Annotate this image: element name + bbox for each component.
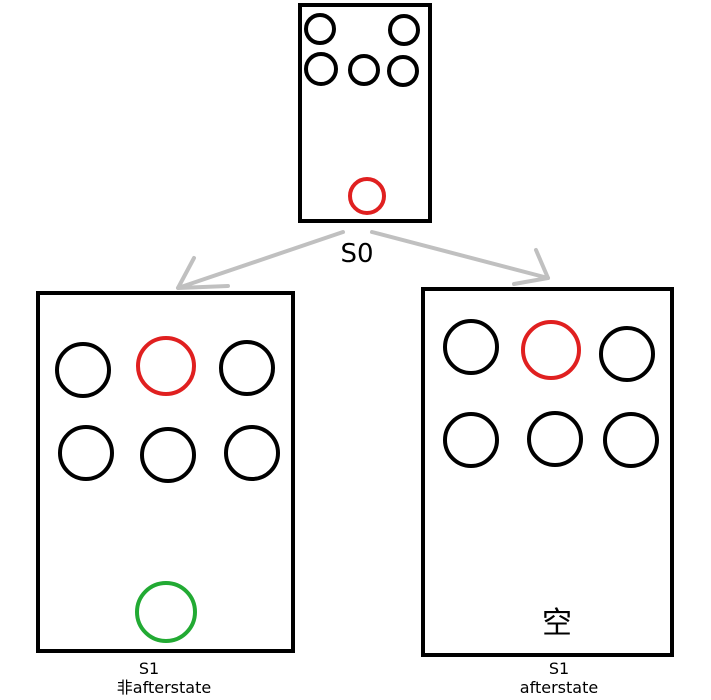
black-circle	[224, 425, 280, 481]
black-circle	[140, 427, 196, 483]
black-circle	[388, 14, 420, 46]
green-circle	[135, 581, 197, 643]
state-s0-box	[298, 3, 432, 223]
black-circle	[527, 411, 583, 467]
red-circle	[136, 336, 196, 396]
black-circle	[387, 55, 419, 87]
black-circle	[348, 54, 380, 86]
empty-label: 空	[542, 606, 572, 641]
red-circle	[521, 320, 581, 380]
arrow-to-right-state	[370, 230, 550, 286]
black-circle	[443, 412, 499, 468]
black-circle	[599, 326, 655, 382]
black-circle	[55, 342, 111, 398]
black-circle	[304, 52, 338, 86]
black-circle	[304, 13, 336, 45]
red-circle	[348, 177, 386, 215]
state-s0-label: S0	[340, 239, 374, 269]
state-s1-right-name: S1	[548, 659, 570, 678]
black-circle	[443, 319, 499, 375]
black-circle	[219, 340, 275, 396]
state-s1-left-subtitle: 非afterstate	[116, 678, 212, 697]
state-s1-left-name: S1	[138, 659, 160, 678]
arrow-to-left-state	[176, 230, 345, 290]
state-s1-left-box	[36, 291, 295, 653]
black-circle	[603, 412, 659, 468]
state-s1-right-box	[421, 287, 674, 657]
black-circle	[58, 425, 114, 481]
state-s1-right-subtitle: afterstate	[519, 678, 599, 697]
